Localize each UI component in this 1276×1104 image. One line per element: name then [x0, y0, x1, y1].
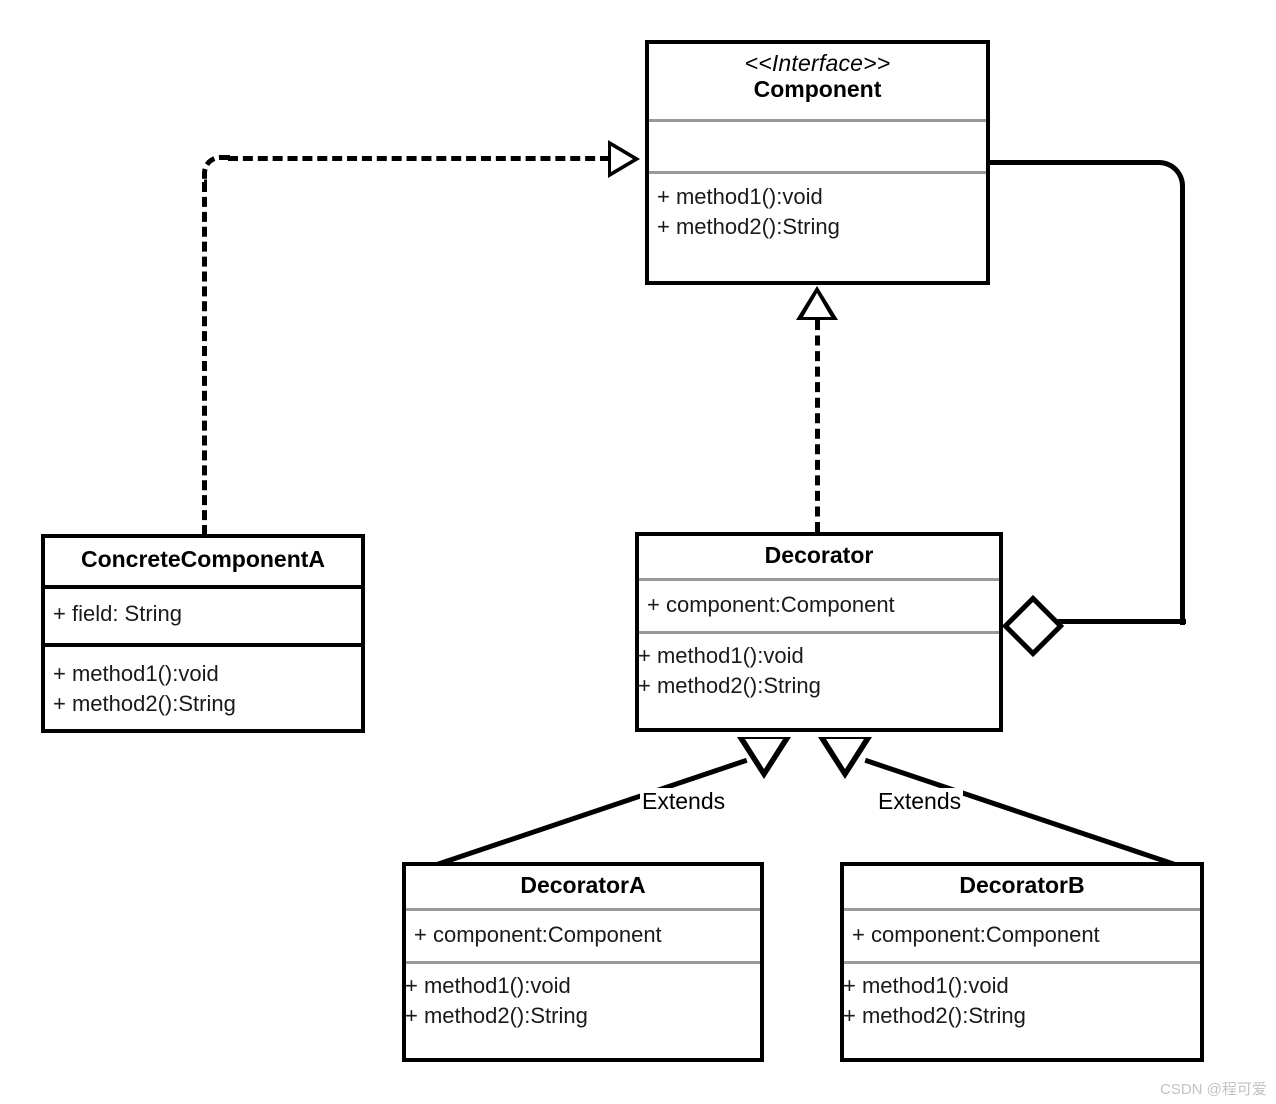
class-attribute-concrete-component-a-0: + field: String — [53, 601, 183, 626]
generalization-arrowhead-decorator-a — [737, 737, 791, 779]
realization-arrowhead-concrete-component-a — [608, 140, 640, 178]
class-box-component[interactable]: <<Interface>> Component + method1():void… — [645, 40, 990, 285]
realization-dashed-vertical-concrete-component-a — [202, 182, 207, 535]
class-method-component-0: + method1():void — [657, 184, 823, 209]
class-method-decorator-1: + method2():String — [638, 673, 821, 699]
class-method-decorator-0: + method1():void — [638, 643, 804, 668]
class-method-concrete-component-a-0: + method1():void — [53, 661, 219, 686]
class-methods-decorator: + method1():void + method2():String — [638, 631, 999, 728]
class-attribute-decorator-b-0: + component:Component — [852, 922, 1100, 947]
class-method-decorator-a-0: + method1():void — [405, 973, 571, 998]
class-methods-component: + method1():void + method2():String — [649, 171, 986, 281]
class-header-decorator-b: DecoratorB — [844, 866, 1200, 908]
aggregation-line-horizontal — [1046, 619, 1186, 624]
class-methods-decorator-a: + method1():void + method2():String — [405, 961, 760, 1058]
realization-dashed-vertical-decorator — [815, 320, 820, 532]
class-attributes-decorator-a: + component:Component — [406, 908, 760, 961]
class-method-decorator-b-1: + method2():String — [843, 1003, 1026, 1029]
class-method-concrete-component-a-1: + method2():String — [53, 691, 236, 717]
class-box-decorator-b[interactable]: DecoratorB + component:Component + metho… — [840, 862, 1204, 1062]
class-attributes-decorator-b: + component:Component — [844, 908, 1200, 961]
class-name-decorator: Decorator — [764, 542, 874, 568]
watermark: CSDN @程可爱 — [1160, 1081, 1267, 1098]
class-methods-decorator-b: + method1():void + method2():String — [843, 961, 1200, 1058]
class-box-decorator-a[interactable]: DecoratorA + component:Component + metho… — [402, 862, 764, 1062]
generalization-arrowhead-decorator-b — [818, 737, 872, 779]
edge-label-extends-decorator-a: Extends — [640, 788, 728, 815]
class-header-concrete-component-a: ConcreteComponentA — [45, 538, 361, 585]
class-attributes-decorator: + component:Component — [639, 578, 999, 631]
class-name-decorator-b: DecoratorB — [959, 872, 1085, 898]
class-attributes-concrete-component-a: + field: String — [45, 585, 361, 643]
class-attribute-decorator-a-0: + component:Component — [414, 922, 662, 947]
class-name-component: Component — [753, 76, 882, 103]
realization-dashed-horizontal-concrete-component-a — [228, 156, 610, 161]
realization-arrowhead-decorator — [796, 286, 838, 320]
class-methods-concrete-component-a: + method1():void + method2():String — [45, 643, 361, 729]
class-attributes-component — [649, 119, 986, 171]
class-method-decorator-a-1: + method2():String — [405, 1003, 588, 1029]
class-header-decorator-a: DecoratorA — [406, 866, 760, 908]
class-box-decorator[interactable]: Decorator + component:Component + method… — [635, 532, 1003, 732]
edge-label-extends-decorator-b: Extends — [876, 788, 964, 815]
class-method-decorator-b-0: + method1():void — [843, 973, 1009, 998]
realization-elbow-concrete-component-a — [202, 155, 232, 185]
class-attribute-decorator-0: + component:Component — [647, 592, 895, 617]
class-box-concrete-component-a[interactable]: ConcreteComponentA + field: String + met… — [41, 534, 365, 733]
class-name-decorator-a: DecoratorA — [520, 872, 646, 898]
class-header-decorator: Decorator — [639, 536, 999, 578]
class-header-component: <<Interface>> Component — [649, 44, 986, 119]
class-name-concrete-component-a: ConcreteComponentA — [80, 546, 326, 572]
class-method-component-1: + method2():String — [657, 214, 840, 240]
class-stereotype-component: <<Interface>> — [744, 50, 891, 76]
aggregation-elbow — [988, 160, 1185, 625]
